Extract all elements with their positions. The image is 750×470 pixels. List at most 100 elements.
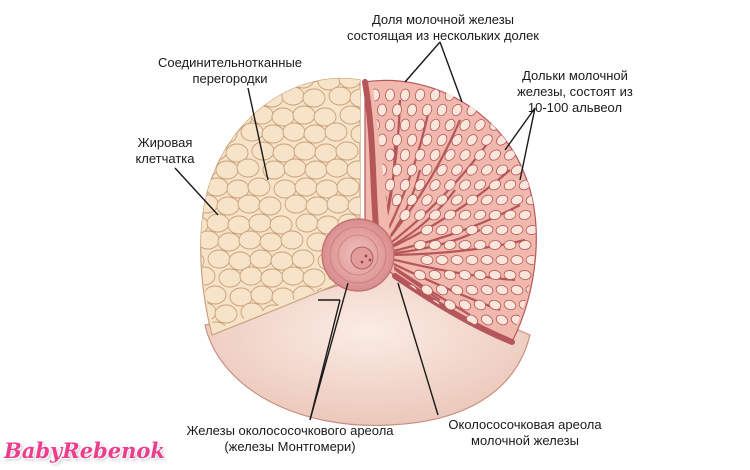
alveolus bbox=[451, 134, 463, 146]
fat-lobule bbox=[336, 177, 360, 197]
fat-lobule bbox=[292, 105, 316, 125]
alveolus bbox=[391, 193, 403, 207]
alveolus bbox=[495, 225, 509, 235]
fat-lobule bbox=[269, 215, 293, 235]
label-areola-line2: молочной железы bbox=[471, 433, 579, 448]
alveolus bbox=[503, 270, 517, 280]
alveolus bbox=[414, 148, 426, 162]
fat-lobule bbox=[346, 160, 360, 180]
label-areola-line1: Околососочковая ареола bbox=[448, 417, 602, 432]
alveolus bbox=[385, 118, 395, 132]
alveolus bbox=[489, 149, 501, 161]
alveolus bbox=[451, 103, 463, 117]
alveolus bbox=[510, 285, 524, 295]
alveolus bbox=[473, 240, 487, 250]
fat-lobule bbox=[325, 158, 349, 178]
alveolus bbox=[459, 179, 471, 191]
fat-lobule bbox=[259, 232, 283, 252]
alveolus bbox=[488, 240, 502, 250]
fat-lobule bbox=[201, 107, 206, 127]
alveolus bbox=[466, 134, 478, 146]
alveolus bbox=[406, 194, 418, 206]
alveolus bbox=[525, 164, 536, 176]
alveolus bbox=[421, 133, 433, 147]
fat-lobule bbox=[205, 177, 229, 197]
fat-lobule bbox=[218, 268, 242, 288]
alveolus bbox=[465, 255, 479, 265]
alveolus bbox=[451, 164, 463, 176]
alveolus bbox=[480, 255, 494, 265]
alveolus bbox=[429, 179, 441, 191]
alveolus bbox=[458, 209, 472, 221]
fat-lobule bbox=[294, 177, 318, 197]
alveolus bbox=[421, 284, 433, 296]
fat-lobule bbox=[280, 230, 304, 250]
fat-lobule bbox=[302, 88, 326, 108]
alveolus bbox=[444, 118, 456, 132]
alveolus bbox=[450, 284, 464, 296]
alveolus bbox=[495, 314, 509, 326]
alveolus bbox=[451, 194, 463, 206]
alveolus bbox=[503, 179, 517, 191]
alveolus bbox=[377, 103, 387, 117]
alveolus bbox=[413, 240, 427, 250]
alveolus bbox=[518, 209, 532, 221]
alveolus bbox=[414, 209, 426, 221]
fat-lobule bbox=[201, 251, 205, 271]
fat-lobule bbox=[225, 143, 249, 163]
alveolus bbox=[450, 224, 464, 236]
alveolus bbox=[474, 179, 486, 191]
fat-lobule bbox=[236, 158, 260, 178]
alveolus bbox=[518, 270, 532, 280]
alveolus bbox=[480, 194, 494, 206]
alveolus bbox=[400, 88, 410, 102]
label-septa-line2: перегородки bbox=[192, 71, 268, 86]
fat-lobule bbox=[216, 196, 240, 216]
alveolus bbox=[495, 194, 509, 206]
alveolus bbox=[465, 284, 479, 296]
alveolus bbox=[444, 179, 456, 191]
fat-lobule bbox=[203, 285, 227, 305]
leader-lines bbox=[174, 41, 536, 421]
alveolus bbox=[435, 284, 449, 296]
alveolus bbox=[503, 299, 517, 311]
alveolus bbox=[466, 164, 478, 176]
alveolus bbox=[385, 88, 395, 102]
fat-lobule bbox=[338, 78, 360, 89]
label-montgomery-line1: Железы околососочкового ареола bbox=[186, 423, 394, 438]
alveolus bbox=[436, 103, 448, 117]
alveolus bbox=[385, 148, 395, 162]
fat-lobule bbox=[281, 266, 305, 286]
alveolus bbox=[496, 164, 508, 176]
alveolus bbox=[436, 133, 448, 147]
alveolus bbox=[420, 224, 434, 236]
fat-lobule bbox=[217, 232, 241, 252]
fat-lobule bbox=[335, 141, 359, 161]
fat-lobule bbox=[240, 122, 264, 142]
alveolus bbox=[429, 118, 441, 132]
label-lobe: Доля молочной железы состоящая из нескол… bbox=[318, 12, 568, 44]
alveolus bbox=[525, 255, 536, 265]
alveolus bbox=[399, 209, 411, 221]
alveolus bbox=[495, 255, 509, 265]
alveolus bbox=[481, 134, 493, 146]
label-fat-line1: Жировая bbox=[137, 135, 193, 150]
label-montgomery: Железы околососочкового ареола (железы М… bbox=[150, 423, 430, 455]
alveolus bbox=[429, 148, 441, 162]
alveolus bbox=[444, 149, 456, 161]
alveolus bbox=[406, 103, 418, 117]
alveolus bbox=[474, 119, 486, 131]
alveolus bbox=[458, 240, 472, 250]
fat-lobule bbox=[206, 213, 230, 233]
alveolus bbox=[392, 103, 402, 117]
label-montgomery-line2: (железы Монтгомери) bbox=[224, 439, 356, 454]
fat-lobule bbox=[284, 194, 308, 214]
alveolus bbox=[510, 194, 524, 206]
alveolus bbox=[510, 225, 524, 235]
alveolus bbox=[414, 118, 426, 132]
fat-lobule bbox=[293, 141, 317, 161]
alveolus bbox=[420, 255, 434, 265]
alveolus bbox=[488, 179, 502, 191]
alveolus bbox=[459, 119, 471, 131]
